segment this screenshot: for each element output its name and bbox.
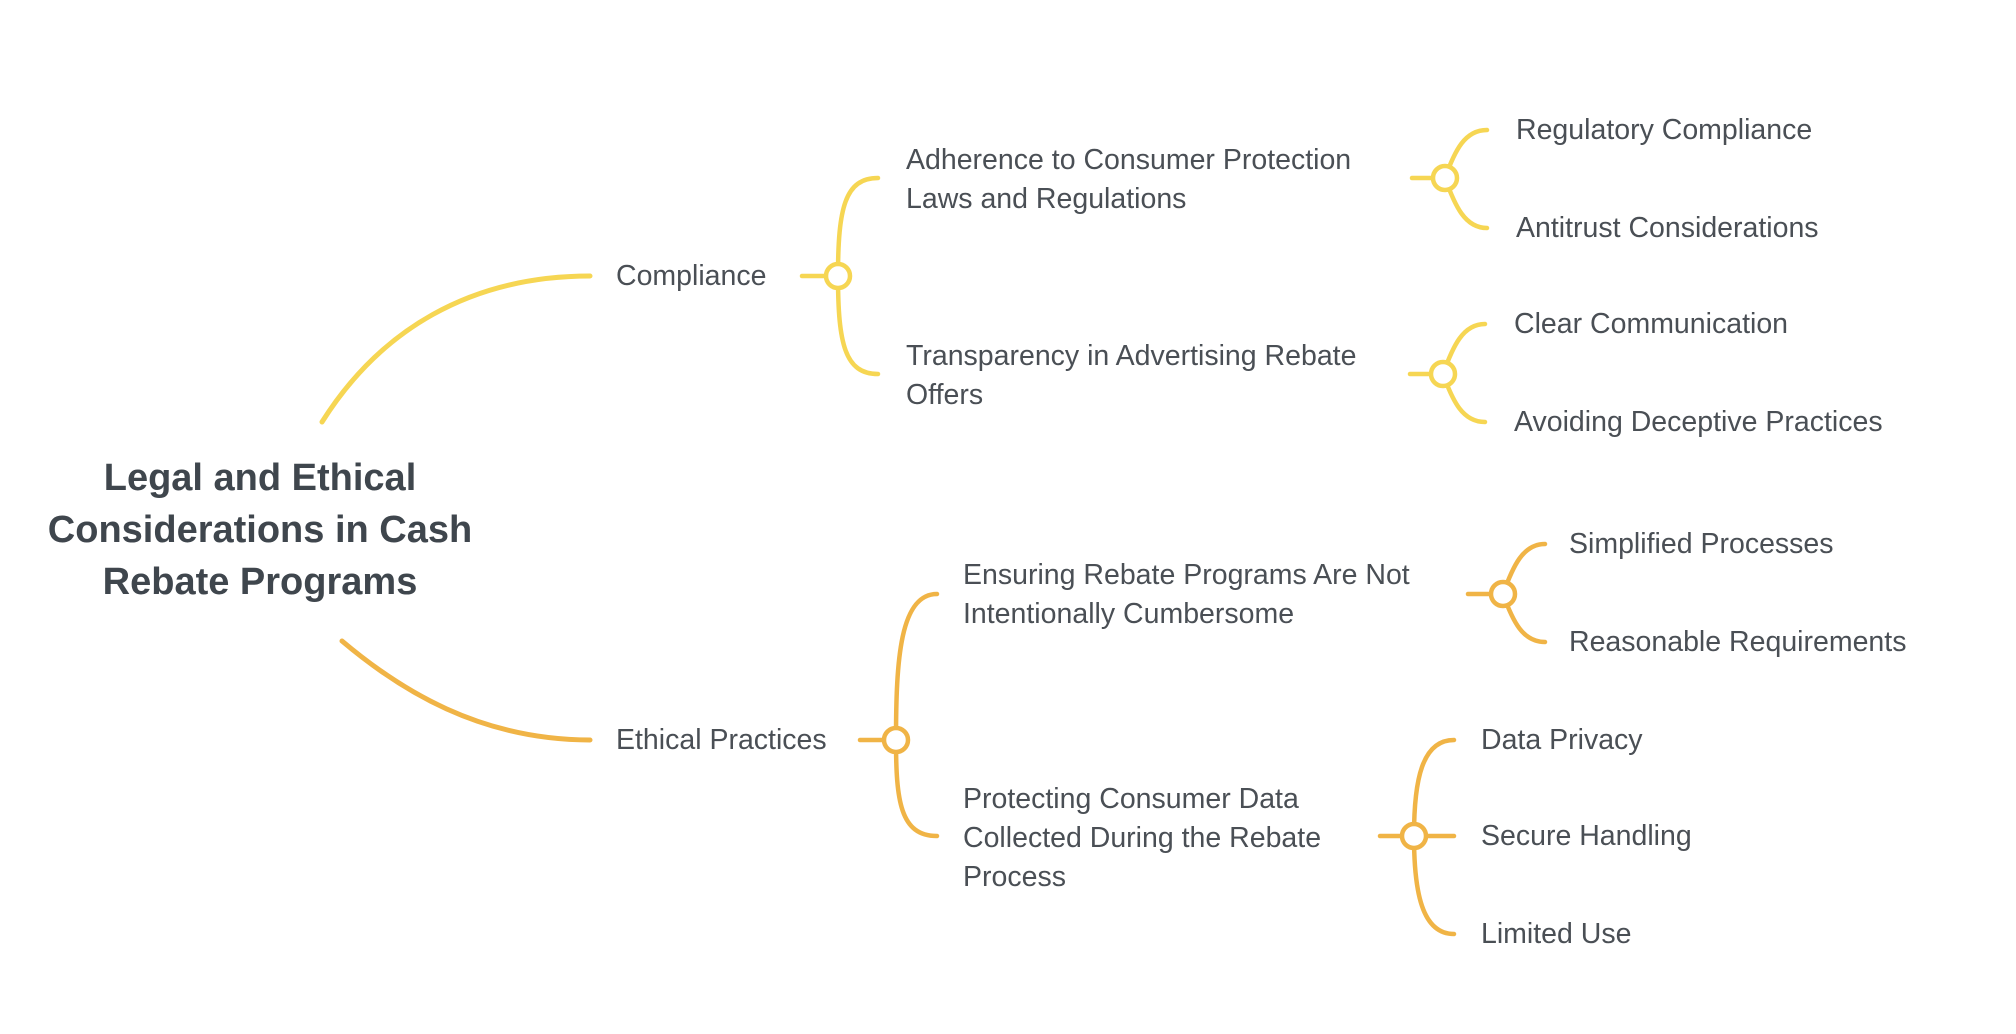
link-root-compliance	[319, 273, 593, 425]
node-adherence-to-consumer-protection[interactable]: Adherence to Consumer Protection Laws an…	[906, 144, 1352, 215]
node-avoiding-deceptive-practices[interactable]: Avoiding Deceptive Practices	[1514, 406, 1883, 438]
ethics-junction-nodes	[881, 579, 1518, 851]
node-ensuring-not-cumbersome[interactable]: Ensuring Rebate Programs Are Not Intenti…	[963, 559, 1410, 630]
junction-ethical-practices	[881, 725, 911, 755]
node-simplified-processes[interactable]: Simplified Processes	[1569, 528, 1834, 560]
root-topic[interactable]: Legal and Ethical Considerations in Cash…	[47, 457, 473, 603]
junction-adherence	[1430, 163, 1460, 193]
node-reasonable-requirements[interactable]: Reasonable Requirements	[1569, 626, 1907, 658]
node-compliance[interactable]: Compliance	[616, 260, 767, 292]
node-protecting-consumer-data[interactable]: Protecting Consumer Data Collected Durin…	[963, 783, 1322, 893]
link-root-ethical-practices	[339, 638, 593, 743]
node-limited-use[interactable]: Limited Use	[1481, 918, 1632, 950]
junction-consumer-data	[1399, 821, 1429, 851]
node-transparency-in-advertising[interactable]: Transparency in Advertising Rebate Offer…	[906, 340, 1357, 411]
node-secure-handling[interactable]: Secure Handling	[1481, 820, 1692, 852]
compliance-junction-nodes	[823, 163, 1460, 389]
node-ethical-practices[interactable]: Ethical Practices	[616, 724, 827, 756]
junction-transparency	[1428, 359, 1458, 389]
ethics-connectors	[857, 541, 1548, 937]
junction-compliance	[823, 261, 853, 291]
junction-cumbersome	[1488, 579, 1518, 609]
node-clear-communication[interactable]: Clear Communication	[1514, 308, 1789, 340]
node-antitrust-considerations[interactable]: Antitrust Considerations	[1516, 212, 1819, 244]
node-regulatory-compliance[interactable]: Regulatory Compliance	[1516, 114, 1813, 146]
node-data-privacy[interactable]: Data Privacy	[1481, 724, 1643, 756]
